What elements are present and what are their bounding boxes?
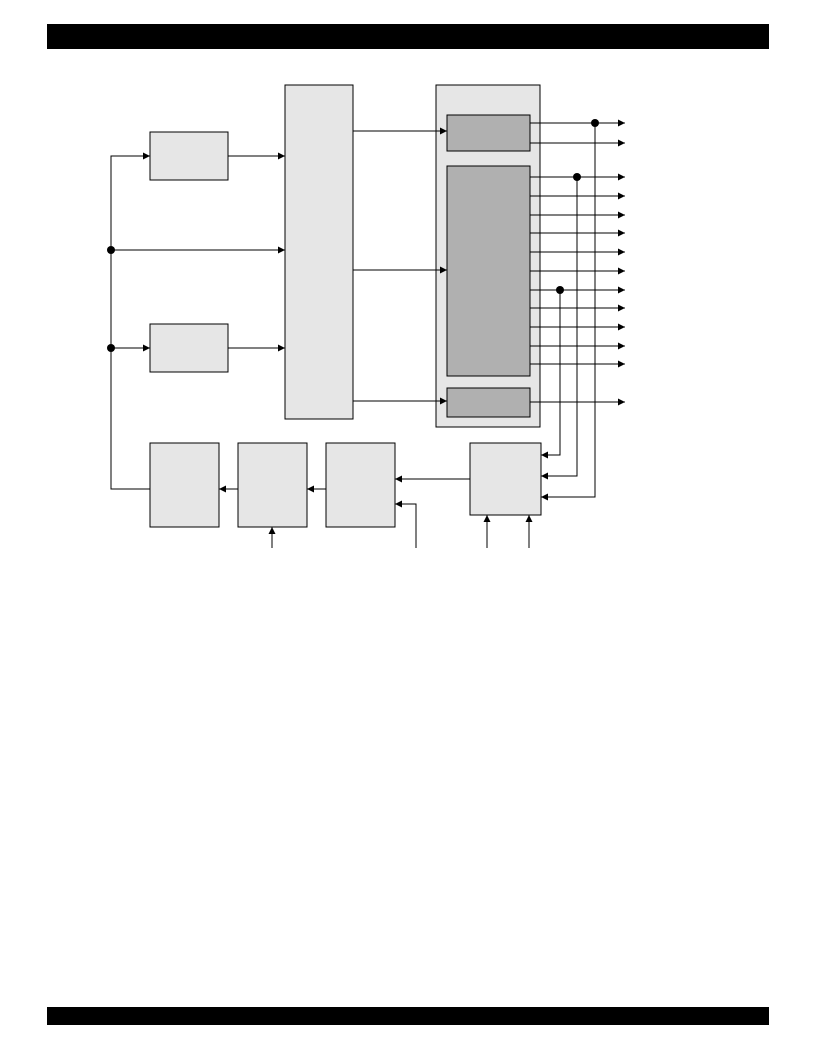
junction-dot [556,286,564,294]
header-bar [47,24,769,49]
junction-dot [591,119,599,127]
input-block-lower [149,323,229,373]
junction-dot [107,246,115,254]
feedback-tap-line [541,177,578,480]
output-bank-bottom [446,387,531,418]
feedback-tap-line [541,290,561,459]
feedback-block-1 [149,442,220,528]
output-bank-top [446,114,531,152]
footer-bar [47,1007,769,1025]
junction-dot [573,173,581,181]
feedback-tap-line [541,123,596,501]
input-block-upper [149,131,229,181]
junction-dot [107,344,115,352]
output-bank-middle [446,165,531,377]
feedback-block-3 [325,442,396,528]
input-bus-line [110,152,150,490]
feedback-control-block [469,442,542,516]
block3-input-line [395,500,417,548]
central-mux-block [284,84,354,420]
feedback-block-2 [237,442,308,528]
